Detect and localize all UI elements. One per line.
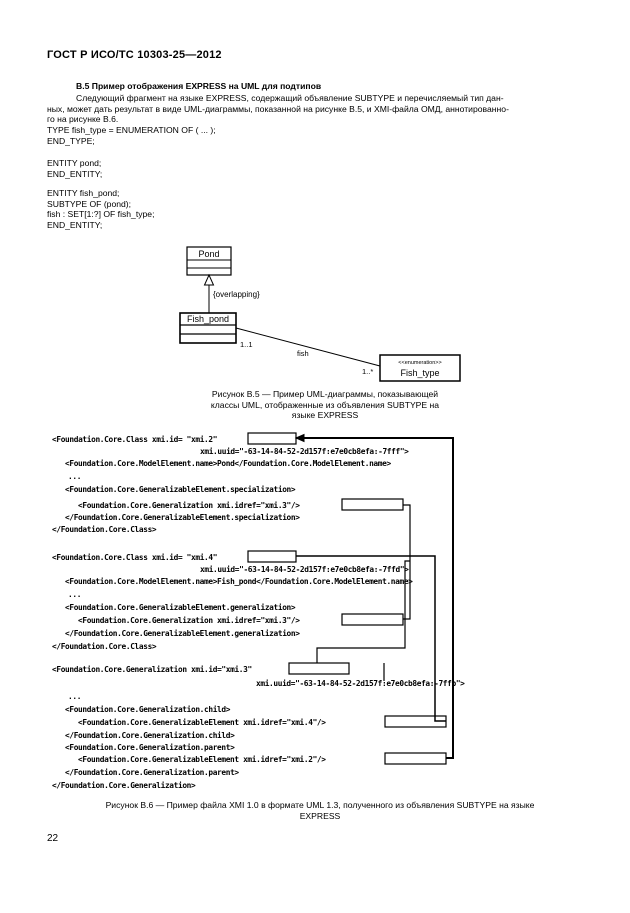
xmi-line: ...	[68, 472, 82, 481]
xmi-line: <Foundation.Core.ModelElement.name>Pond<…	[65, 459, 391, 468]
fish-pond-class-box: Fish_pond	[179, 312, 237, 344]
xmi2-id-box	[247, 432, 297, 445]
section-title: В.5 Пример отображения EXPRESS на UML дл…	[76, 81, 322, 91]
overlapping-constraint: {overlapping}	[213, 290, 260, 299]
xmi-line: <Foundation.Core.GeneralizableElement xm…	[78, 718, 326, 727]
multiplicity-left: 1..1	[240, 340, 253, 349]
pond-class-name: Pond	[198, 249, 219, 259]
xmi-line: <Foundation.Core.GeneralizableElement.sp…	[65, 485, 296, 494]
xmi-line: <Foundation.Core.GeneralizableElement.ge…	[65, 603, 296, 612]
xmi-line: xmi.uuid="-63-14-84-52-2d157f:e7e0cb8efa…	[256, 679, 465, 688]
link-xmi2	[296, 437, 454, 759]
link-xmi4	[296, 555, 446, 722]
intro-paragraph: Следующий фрагмент на языке EXPRESS, сод…	[47, 93, 587, 125]
generalization-arrow: {overlapping}	[203, 273, 260, 313]
xmi-line: <Foundation.Core.Class xmi.id= "xmi.4"	[52, 553, 218, 562]
xmi-annotations	[247, 432, 454, 765]
caption-line: Рисунок В.5 — Пример UML-диаграммы, пока…	[211, 389, 439, 399]
paragraph-line: ных, может дать результат в виде UML-диа…	[47, 103, 509, 114]
xmi-line: xmi.uuid="-63-14-84-52-2d157f:e7e0cb8efa…	[200, 565, 409, 574]
xmi-line: <Foundation.Core.Generalization.child>	[65, 705, 231, 714]
multiplicity-right: 1..*	[362, 367, 373, 376]
xmi-line: ...	[68, 692, 82, 701]
xmi-line: <Foundation.Core.Generalization xmi.idre…	[78, 501, 300, 510]
code-line: END_TYPE;	[47, 135, 95, 146]
code-line: ENTITY pond;	[47, 158, 102, 168]
association-line: 1..1 fish 1..*	[235, 327, 381, 376]
xmi-line: xmi.uuid="-63-14-84-52-2d157f:e7e0cb8efa…	[200, 447, 409, 456]
code-line: SUBTYPE OF (pond);	[47, 198, 132, 209]
xmi3-idref-box-2	[341, 613, 404, 626]
paragraph-line: Следующий фрагмент на языке EXPRESS, сод…	[76, 93, 504, 103]
page-number: 22	[47, 833, 59, 844]
xmi-line: ...	[68, 590, 82, 599]
code-line: END_ENTITY;	[47, 220, 103, 231]
xmi-line: <Foundation.Core.GeneralizableElement xm…	[78, 755, 326, 764]
xmi2-idref-box	[384, 752, 447, 765]
xmi4-id-box	[247, 550, 297, 563]
caption-line: Рисунок В.6 — Пример файла XMI 1.0 в фор…	[105, 800, 535, 810]
link-xmi2-arrow	[294, 433, 305, 443]
uml-diagram: Pond {overlapping} Fish_pond 1..1 fish 1…	[179, 246, 461, 382]
code-line: ENTITY fish_pond;	[47, 188, 120, 198]
xmi-line: </Foundation.Core.Class>	[52, 525, 157, 534]
fish-type-class-box: <<enumeration>> Fish_type	[379, 354, 461, 382]
code-line: fish : SET[1:?] OF fish_type;	[47, 209, 155, 220]
xmi-line: </Foundation.Core.Generalization>	[52, 781, 196, 790]
fish-pond-class-name: Fish_pond	[187, 314, 229, 324]
xmi-line: </Foundation.Core.GeneralizableElement.s…	[65, 513, 300, 522]
xmi-line: <Foundation.Core.ModelElement.name>Fish_…	[65, 577, 413, 586]
xmi-line: </Foundation.Core.Class>	[52, 642, 157, 651]
paragraph-line: го на рисунке В.6.	[47, 114, 119, 125]
code-line: END_ENTITY;	[47, 168, 103, 179]
xmi3-idref-box-1	[341, 498, 404, 511]
caption-line: классы UML, отображенные из объявления S…	[210, 399, 440, 410]
code-line: TYPE fish_type = ENUMERATION OF ( ... );	[47, 125, 216, 135]
xmi-line: <Foundation.Core.Class xmi.id= "xmi.2"	[52, 435, 218, 444]
xmi-line: <Foundation.Core.Generalization xmi.id="…	[52, 665, 252, 674]
express-fish-pond-block: ENTITY fish_pond; SUBTYPE OF (pond); fis…	[47, 188, 154, 231]
fish-type-class-name: Fish_type	[400, 368, 439, 378]
link-xmi3-id	[316, 560, 410, 663]
xmi-line: <Foundation.Core.Generalization.parent>	[65, 743, 235, 752]
xmi-line: </Foundation.Core.Generalization.parent>	[65, 768, 239, 777]
express-type-block: TYPE fish_type = ENUMERATION OF ( ... );…	[47, 125, 216, 146]
pond-class-box: Pond	[186, 246, 232, 276]
document-header: ГОСТ Р ИСО/ТС 10303-25—2012	[47, 49, 222, 61]
role-fish: fish	[297, 349, 309, 358]
express-pond-block: ENTITY pond; END_ENTITY;	[47, 158, 102, 179]
figure-b6-caption: Рисунок В.6 — Пример файла XMI 1.0 в фор…	[40, 800, 600, 821]
caption-line: языке EXPRESS	[291, 410, 359, 421]
xmi3-id-box	[288, 662, 350, 675]
xmi-line: </Foundation.Core.GeneralizableElement.g…	[65, 629, 300, 638]
xmi-line: </Foundation.Core.Generalization.child>	[65, 731, 235, 740]
caption-line: EXPRESS	[299, 810, 341, 821]
enumeration-stereotype: <<enumeration>>	[398, 360, 441, 366]
link-xmi3-refs	[403, 504, 411, 620]
xmi-line: <Foundation.Core.Generalization xmi.idre…	[78, 616, 300, 625]
figure-b5-caption: Рисунок В.5 — Пример UML-диаграммы, пока…	[160, 389, 490, 421]
